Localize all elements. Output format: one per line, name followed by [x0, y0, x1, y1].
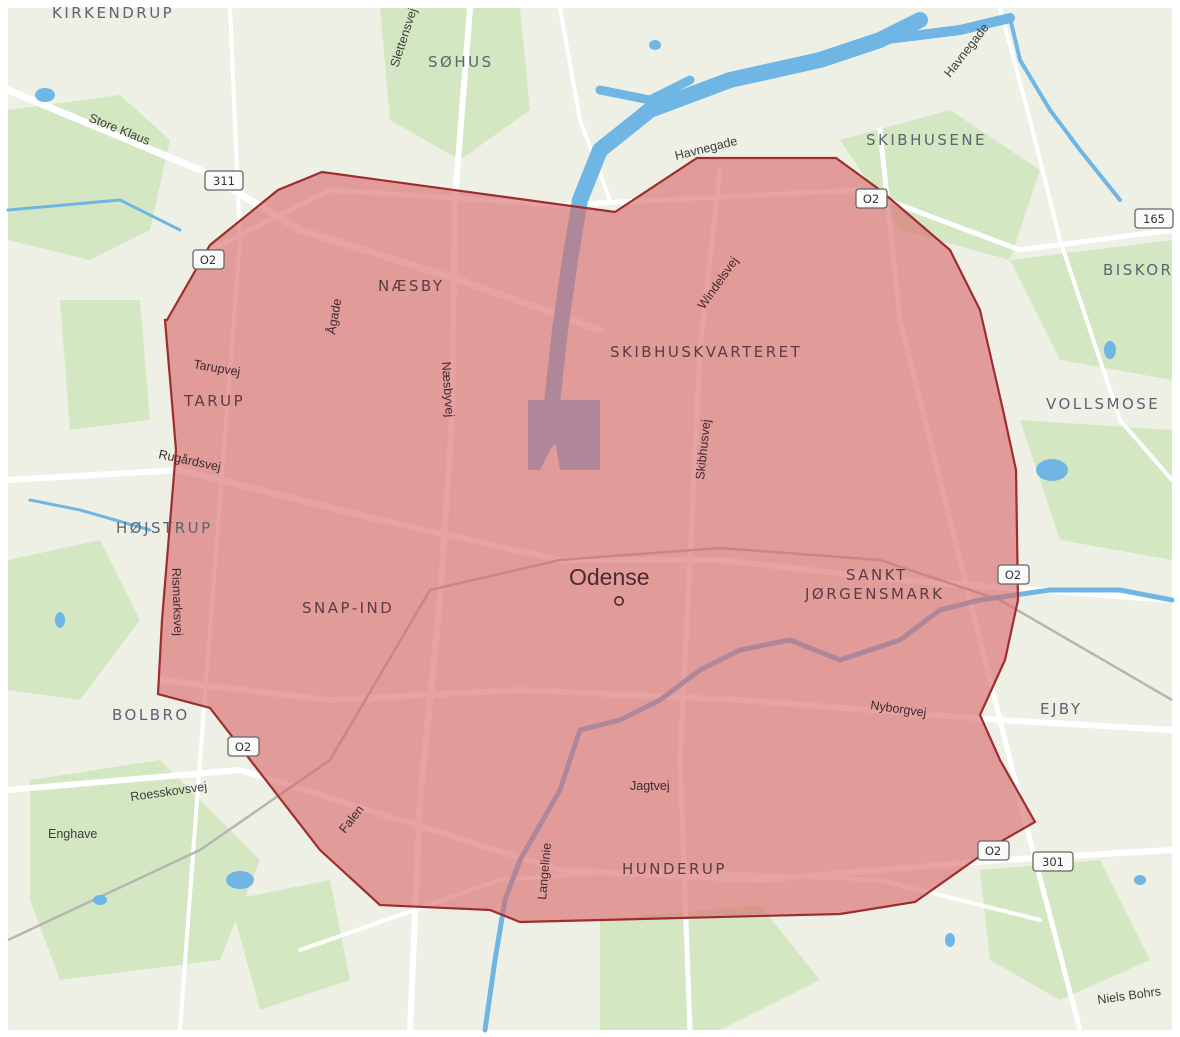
- area-label-skibhuskvarteret: SKIBHUSKVARTERET: [610, 343, 802, 361]
- svg-text:301: 301: [1042, 855, 1064, 869]
- service-area-polygon[interactable]: [156, 156, 1037, 924]
- svg-text:O2: O2: [985, 844, 1001, 858]
- area-label-vollsmose: VOLLSMOSE: [1046, 395, 1160, 413]
- street-label-naesbyvej: Næsbyvej: [439, 361, 457, 417]
- lakes: [35, 40, 1146, 947]
- svg-text:O2: O2: [235, 740, 251, 754]
- road-shield-o2-north: O2: [855, 188, 888, 209]
- city-center-marker-icon[interactable]: [613, 595, 624, 606]
- area-label-kirkendrup: KIRKENDRUP: [52, 4, 174, 22]
- area-label-jorgensmark: JØRGENSMARK: [804, 585, 944, 603]
- area-label-naesby: NÆSBY: [378, 277, 445, 295]
- svg-text:O2: O2: [863, 192, 879, 206]
- area-label-bolbro: BOLBRO: [112, 706, 190, 724]
- area-label-sankt: SANKT: [846, 566, 908, 584]
- street-label-agade: Ågade: [323, 297, 344, 335]
- road-shield-o2-southwest: O2: [227, 736, 260, 757]
- svg-text:O2: O2: [1005, 568, 1021, 582]
- area-label-hunderup: HUNDERUP: [622, 860, 727, 878]
- city-name-label: Odense: [569, 564, 650, 590]
- area-label-tarup: TARUP: [183, 392, 245, 410]
- street-label-langelinie: Langelinie: [535, 842, 554, 900]
- street-label-enghave: Enghave: [48, 827, 97, 841]
- street-label-skibhusvej: Skibhusvej: [693, 419, 713, 481]
- road-shield-o2-west: O2: [192, 249, 225, 270]
- area-label-skibhusene: SKIBHUSENE: [866, 131, 987, 149]
- park-areas: [8, 8, 1172, 1030]
- road-shield-o2-east: O2: [997, 564, 1030, 585]
- road-shield-o2-southeast: O2: [977, 840, 1010, 861]
- area-label-biskorup: BISKOR: [1103, 261, 1173, 279]
- area-label-sohus: SØHUS: [428, 53, 494, 71]
- svg-text:165: 165: [1143, 212, 1165, 226]
- area-label-hojstrup: HØJSTRUP: [116, 519, 213, 537]
- street-label-rismarksvej: Rismarksvej: [169, 568, 185, 637]
- street-label-jagtvej: Jagtvej: [630, 779, 670, 793]
- svg-text:O2: O2: [200, 253, 216, 267]
- road-shield-311: 311: [204, 170, 244, 191]
- road-shield-301: 301: [1032, 851, 1074, 872]
- svg-text:311: 311: [213, 174, 235, 188]
- road-shield-165: 165: [1134, 208, 1174, 229]
- area-label-snap-ind: SNAP-IND: [302, 599, 394, 617]
- area-label-ejby: EJBY: [1040, 700, 1083, 718]
